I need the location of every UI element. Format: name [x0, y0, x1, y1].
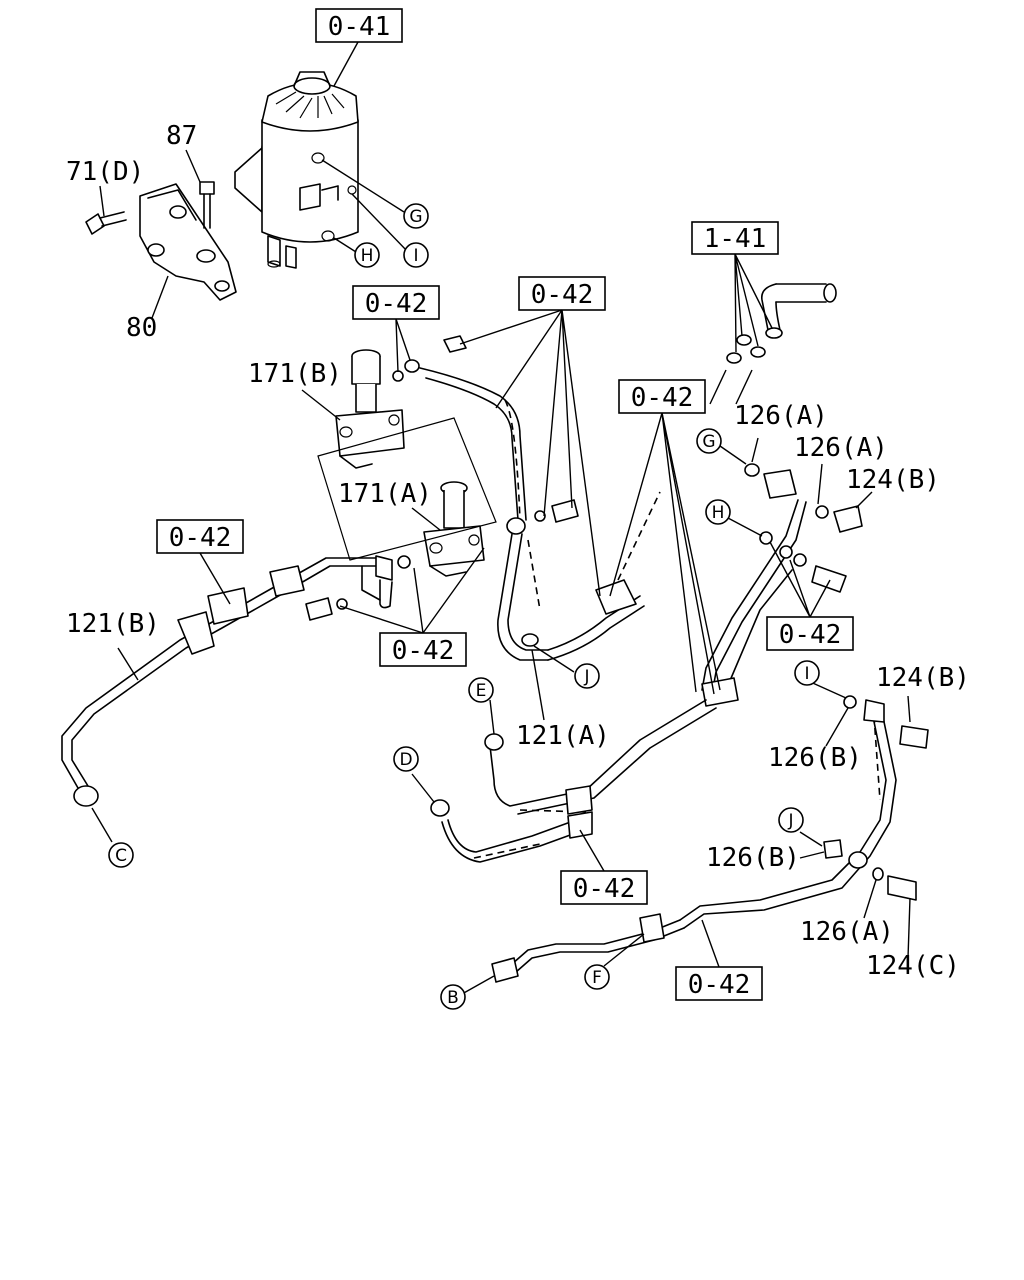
ref-box-0-42-h: 0-42	[675, 966, 763, 1001]
part-label-171b: 171(B)	[248, 359, 342, 389]
fuel-pipe-bundle-right	[430, 463, 863, 863]
part-label-126b-1: 126(B)	[768, 743, 862, 773]
part-label-126b-2: 126(B)	[706, 843, 800, 873]
part-label-126a-2: 126(A)	[794, 433, 888, 463]
marker-e: E	[468, 677, 494, 703]
part-label-71d: 71(D)	[66, 157, 144, 187]
priming-pump-171a	[423, 481, 485, 577]
part-label-124c: 124(C)	[866, 951, 960, 981]
marker-f: F	[584, 964, 610, 990]
marker-b: B	[440, 984, 466, 1010]
svg-text:F: F	[592, 968, 602, 988]
priming-pump-171b	[335, 349, 405, 469]
svg-text:C: C	[115, 846, 127, 866]
svg-text:D: D	[399, 750, 412, 770]
ref-box-0-42-f: 0-42	[379, 632, 467, 667]
part-label-121b: 121(B)	[66, 609, 160, 639]
ref-box-0-42-c: 0-42	[618, 379, 706, 414]
fuel-pipe-121b	[61, 555, 411, 807]
marker-i-top: I	[403, 242, 429, 268]
ref-label-1-41: 1-41	[704, 224, 767, 254]
ref-label-0-42-g: 0-42	[573, 874, 636, 904]
marker-d: D	[393, 746, 419, 772]
part-label-124b-2: 124(B)	[876, 663, 970, 693]
svg-text:I: I	[804, 664, 809, 684]
marker-h-top: H	[354, 242, 380, 268]
svg-text:G: G	[702, 432, 715, 452]
ref-box-0-42-b: 0-42	[518, 276, 606, 311]
ref-label-0-42-f: 0-42	[392, 636, 455, 666]
connection-markers: G H I G H I J J	[108, 203, 820, 1010]
ref-label-0-42-e: 0-42	[779, 620, 842, 650]
marker-j-lower: J	[778, 807, 804, 833]
svg-text:I: I	[413, 246, 418, 266]
part-label-124b-1: 124(B)	[846, 465, 940, 495]
svg-text:B: B	[447, 988, 459, 1008]
part-label-121a: 121(A)	[516, 721, 610, 751]
marker-j-center: J	[574, 663, 600, 689]
part-number-labels: 87 71(D) 80 171(B) 171(A) 121(B) 121(A) …	[66, 121, 970, 981]
mounting-bracket	[85, 181, 237, 301]
ref-label-0-42-a: 0-42	[365, 289, 428, 319]
ref-box-0-42-g: 0-42	[560, 870, 648, 905]
svg-text:H: H	[712, 503, 725, 523]
part-label-126a-1: 126(A)	[734, 401, 828, 431]
marker-c: C	[108, 842, 134, 868]
ref-label-0-42-h: 0-42	[688, 970, 751, 1000]
marker-g-top: G	[403, 203, 429, 229]
fuel-pipe-lower-right	[491, 695, 929, 983]
part-label-87: 87	[166, 121, 197, 151]
marker-i-right: I	[794, 660, 820, 686]
marker-g-right: G	[696, 428, 722, 454]
ref-box-0-42-a: 0-42	[352, 285, 440, 320]
ref-label-0-41: 0-41	[328, 12, 391, 42]
fuel-filter-assembly	[234, 71, 359, 269]
return-pipes-top-right	[726, 283, 837, 364]
ref-label-0-42-c: 0-42	[631, 383, 694, 413]
part-label-126a-3: 126(A)	[800, 917, 894, 947]
ref-box-0-41: 0-41	[315, 8, 403, 43]
part-label-171a: 171(A)	[338, 479, 432, 509]
fuel-pipe-121a	[392, 335, 661, 661]
svg-text:G: G	[409, 207, 422, 227]
ref-box-0-42-d: 0-42	[156, 519, 244, 554]
svg-text:J: J	[583, 667, 589, 687]
svg-text:H: H	[361, 246, 374, 266]
svg-text:J: J	[787, 811, 793, 831]
ref-box-1-41: 1-41	[691, 221, 779, 255]
ref-label-0-42-b: 0-42	[531, 280, 594, 310]
marker-h-right: H	[705, 499, 731, 525]
leader-lines	[91, 41, 911, 995]
svg-text:E: E	[476, 681, 487, 701]
part-label-80: 80	[126, 313, 157, 343]
pump-bracket-outline	[317, 417, 497, 561]
ref-box-0-42-e: 0-42	[766, 616, 854, 651]
ref-label-0-42-d: 0-42	[169, 523, 232, 553]
